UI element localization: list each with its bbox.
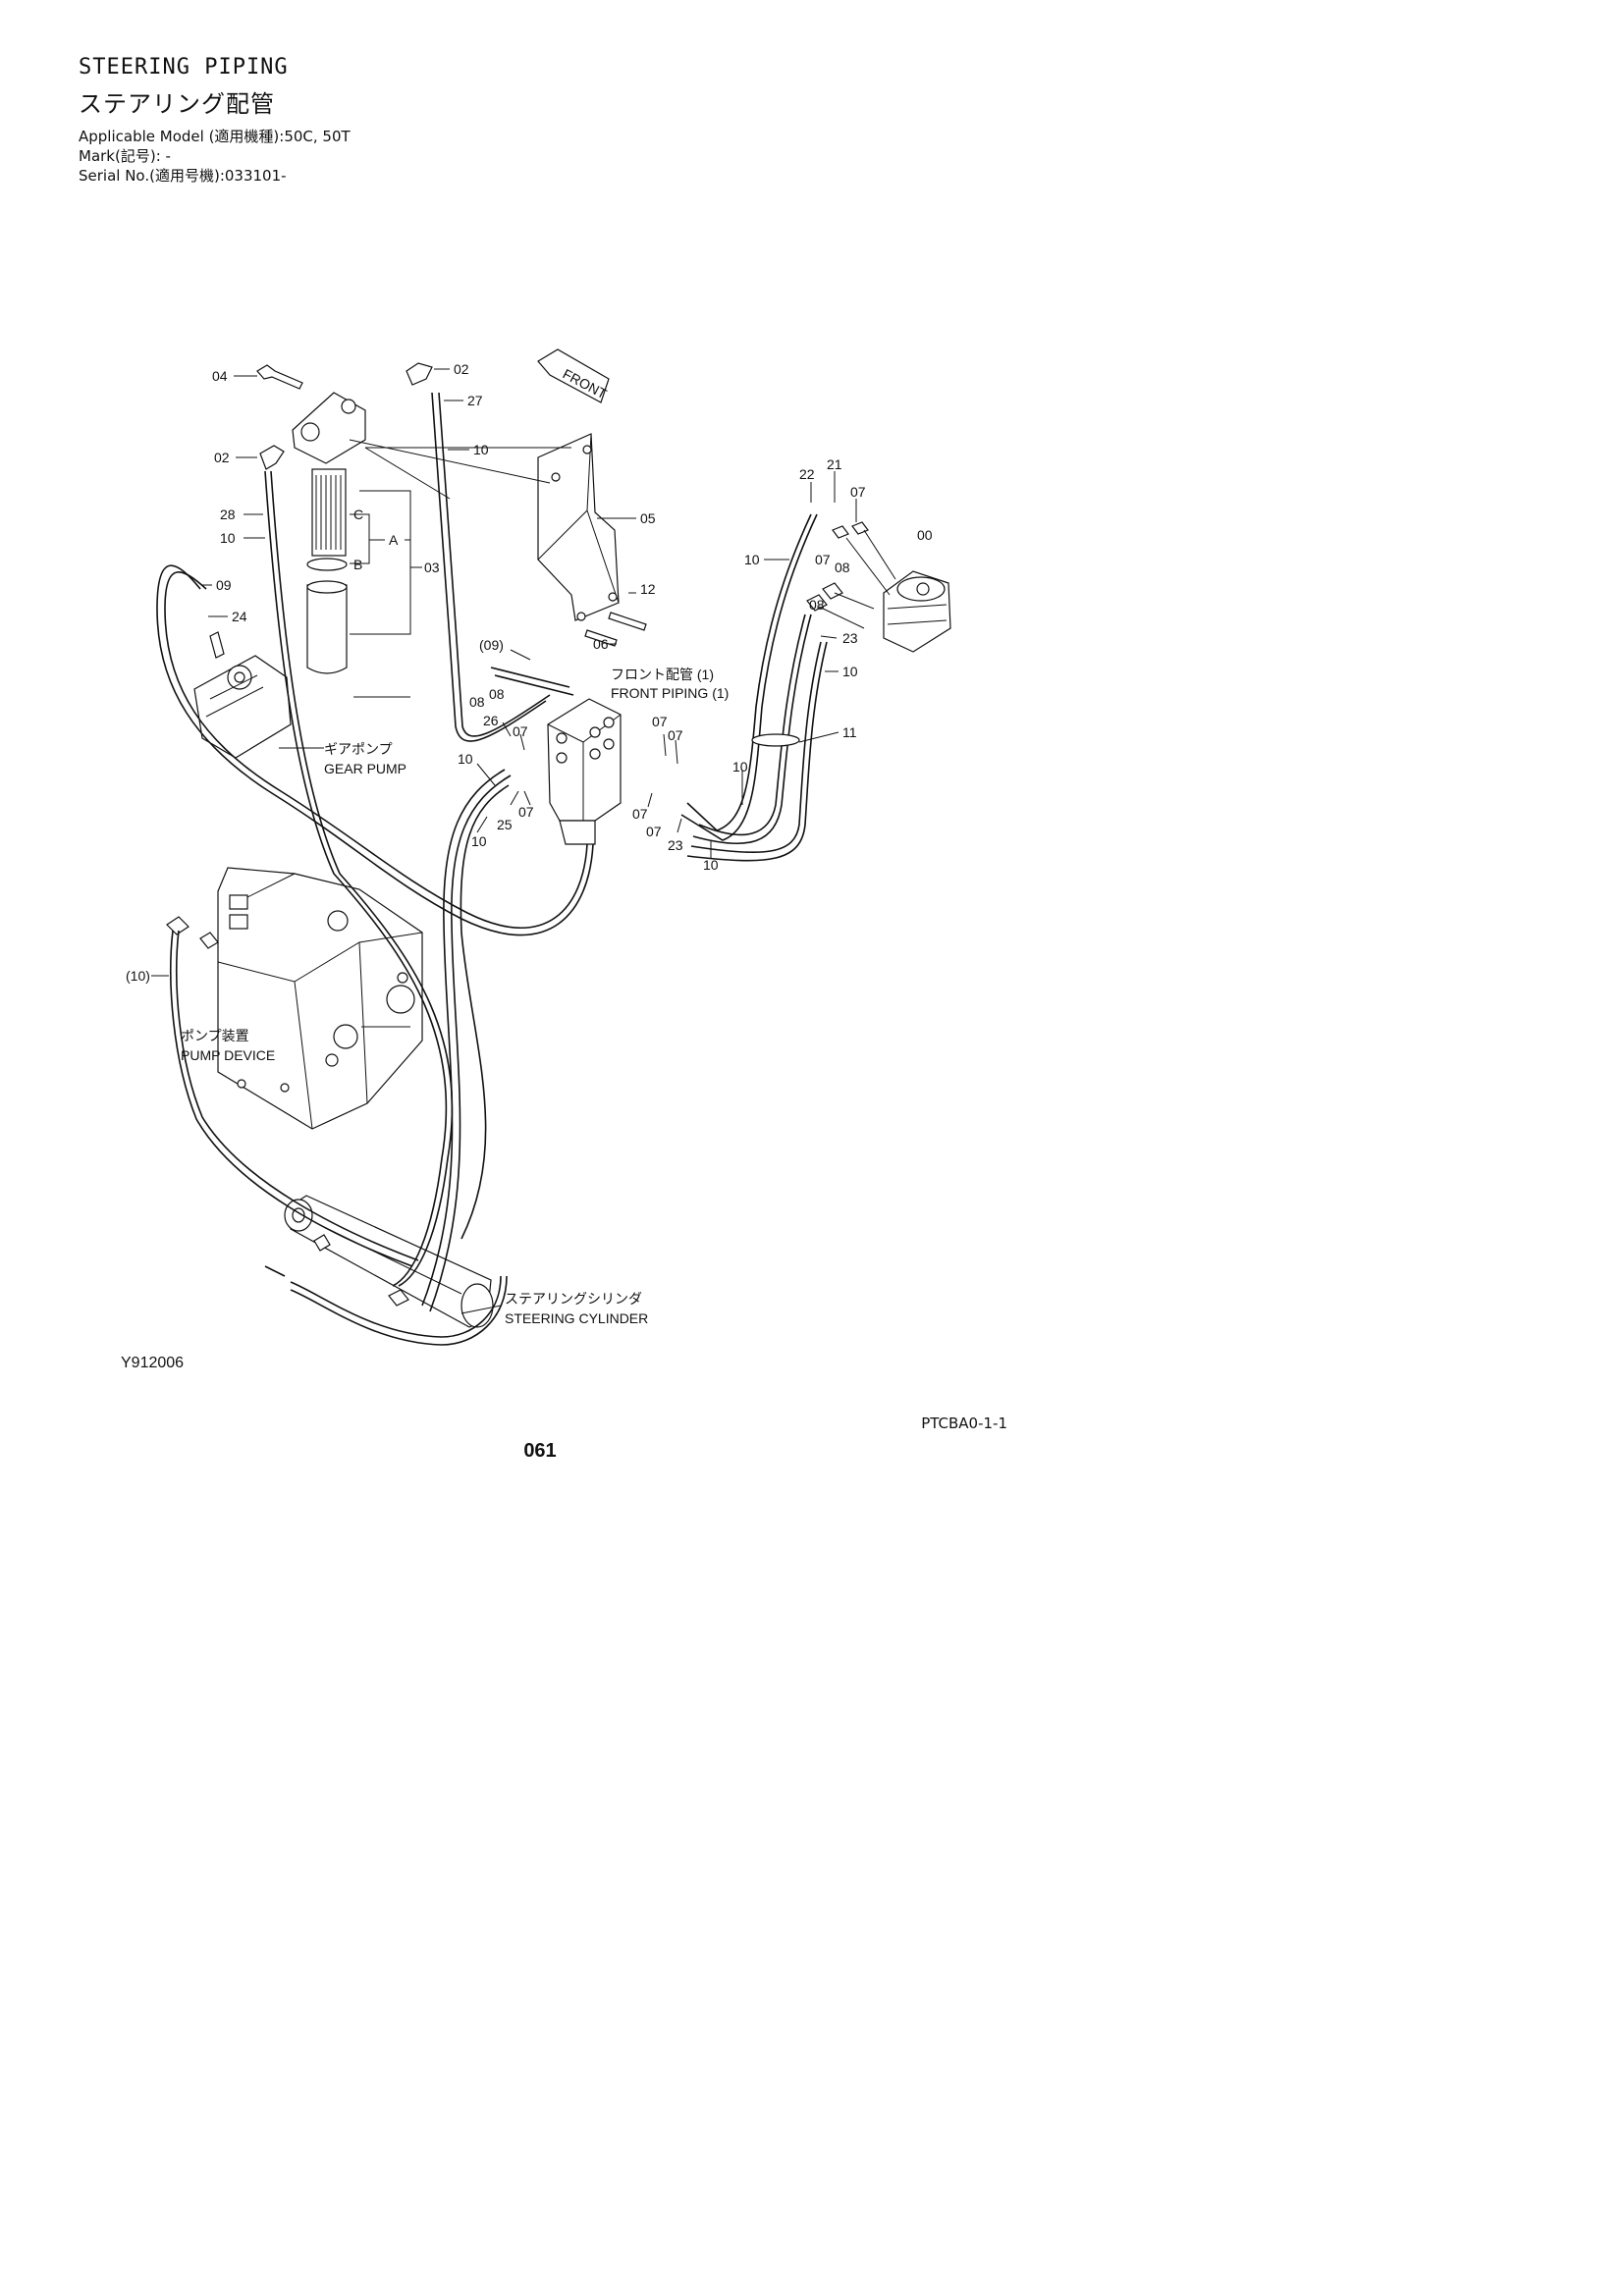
callout-10-ref: (10) [126, 968, 150, 984]
front-piping-label-jp: フロント配管 (1) [611, 667, 714, 682]
callout-a: A [389, 532, 399, 548]
steering-valve [806, 521, 951, 653]
callout-07: 07 [632, 806, 648, 822]
callout-06: 06 [593, 636, 609, 652]
component-labels: フロント配管 (1) FRONT PIPING (1) ギアポンプ GEAR P… [181, 667, 729, 1326]
callout-10: 10 [842, 664, 858, 679]
filter-assembly [256, 362, 433, 674]
callout-07: 07 [646, 824, 662, 839]
pump-device-label-jp: ポンプ装置 [181, 1028, 249, 1043]
callout-08: 08 [835, 560, 850, 575]
callout-10: 10 [471, 833, 487, 849]
bracket [537, 433, 647, 647]
callout-c: C [353, 507, 363, 522]
callout-28: 28 [220, 507, 236, 522]
steering-cylinder [284, 1195, 494, 1328]
figure-id: Y912006 [121, 1355, 185, 1371]
pump-device-label-en: PUMP DEVICE [181, 1047, 275, 1063]
callout-22: 22 [799, 466, 815, 482]
callout-21: 21 [827, 456, 842, 472]
callout-08: 08 [469, 694, 485, 710]
front-piping-block [547, 698, 622, 845]
callout-24: 24 [232, 609, 247, 624]
gear-pump-label-en: GEAR PUMP [324, 761, 406, 776]
callout-00: 00 [917, 527, 933, 543]
callout-10: 10 [473, 442, 489, 457]
callout-02: 02 [214, 450, 230, 465]
mark-code: Mark(記号): - [79, 147, 171, 165]
callout-10: 10 [458, 751, 473, 767]
o-ring [306, 558, 348, 571]
callout-04: 04 [212, 368, 228, 384]
front-piping-label-en: FRONT PIPING (1) [611, 685, 729, 701]
serial-number: Serial No.(適用号機):033101- [79, 167, 287, 185]
steering-cylinder-label-en: STEERING CYLINDER [505, 1310, 648, 1326]
pump-device [166, 867, 423, 1130]
callout-b: B [353, 557, 362, 572]
callout-07: 07 [850, 484, 866, 500]
reference-code: PTCBA0-1-1 [921, 1415, 1007, 1432]
callout-05: 05 [640, 510, 656, 526]
callout-07: 07 [668, 727, 683, 743]
callout-12: 12 [640, 581, 656, 597]
callout-07: 07 [815, 552, 831, 567]
callout-07: 07 [518, 804, 534, 820]
callout-10: 10 [744, 552, 760, 567]
filter-case [306, 584, 348, 674]
callout-07: 07 [513, 723, 528, 739]
callout-26: 26 [483, 713, 499, 728]
front-direction-arrow: FRONT [537, 348, 610, 403]
callout-25: 25 [497, 817, 513, 832]
callout-10: 10 [220, 530, 236, 546]
hoses [156, 392, 828, 1346]
page-title-japanese: ステアリング配管 [79, 90, 275, 118]
callout-10: 10 [703, 857, 719, 873]
hose-clamp [751, 733, 800, 747]
callout-07: 07 [652, 714, 668, 729]
part-callouts: 04 02 27 10 02 28 10 C A B 03 09 24 05 1… [126, 361, 933, 984]
leader-lines [151, 368, 857, 1314]
callout-03: 03 [424, 560, 440, 575]
steering-piping-diagram: FRONT [126, 348, 951, 1346]
callout-08: 08 [809, 597, 825, 613]
page-number: 061 [523, 1440, 557, 1462]
filter-element [311, 468, 347, 557]
callout-02: 02 [454, 361, 469, 377]
applicable-model: Applicable Model (適用機種):50C, 50T [79, 128, 351, 145]
callout-11: 11 [842, 724, 857, 740]
callout-08: 08 [489, 686, 505, 702]
callout-09-ref: (09) [479, 637, 504, 653]
callout-10: 10 [732, 759, 748, 774]
steering-cylinder-label-jp: ステアリングシリンダ [505, 1291, 642, 1307]
page-title: STEERING PIPING [79, 55, 289, 80]
callout-23: 23 [842, 630, 858, 646]
gear-pump [193, 631, 292, 759]
gear-pump-label-jp: ギアポンプ [324, 741, 393, 757]
callout-27: 27 [467, 393, 483, 408]
callout-09: 09 [216, 577, 232, 593]
callout-23: 23 [668, 837, 683, 853]
